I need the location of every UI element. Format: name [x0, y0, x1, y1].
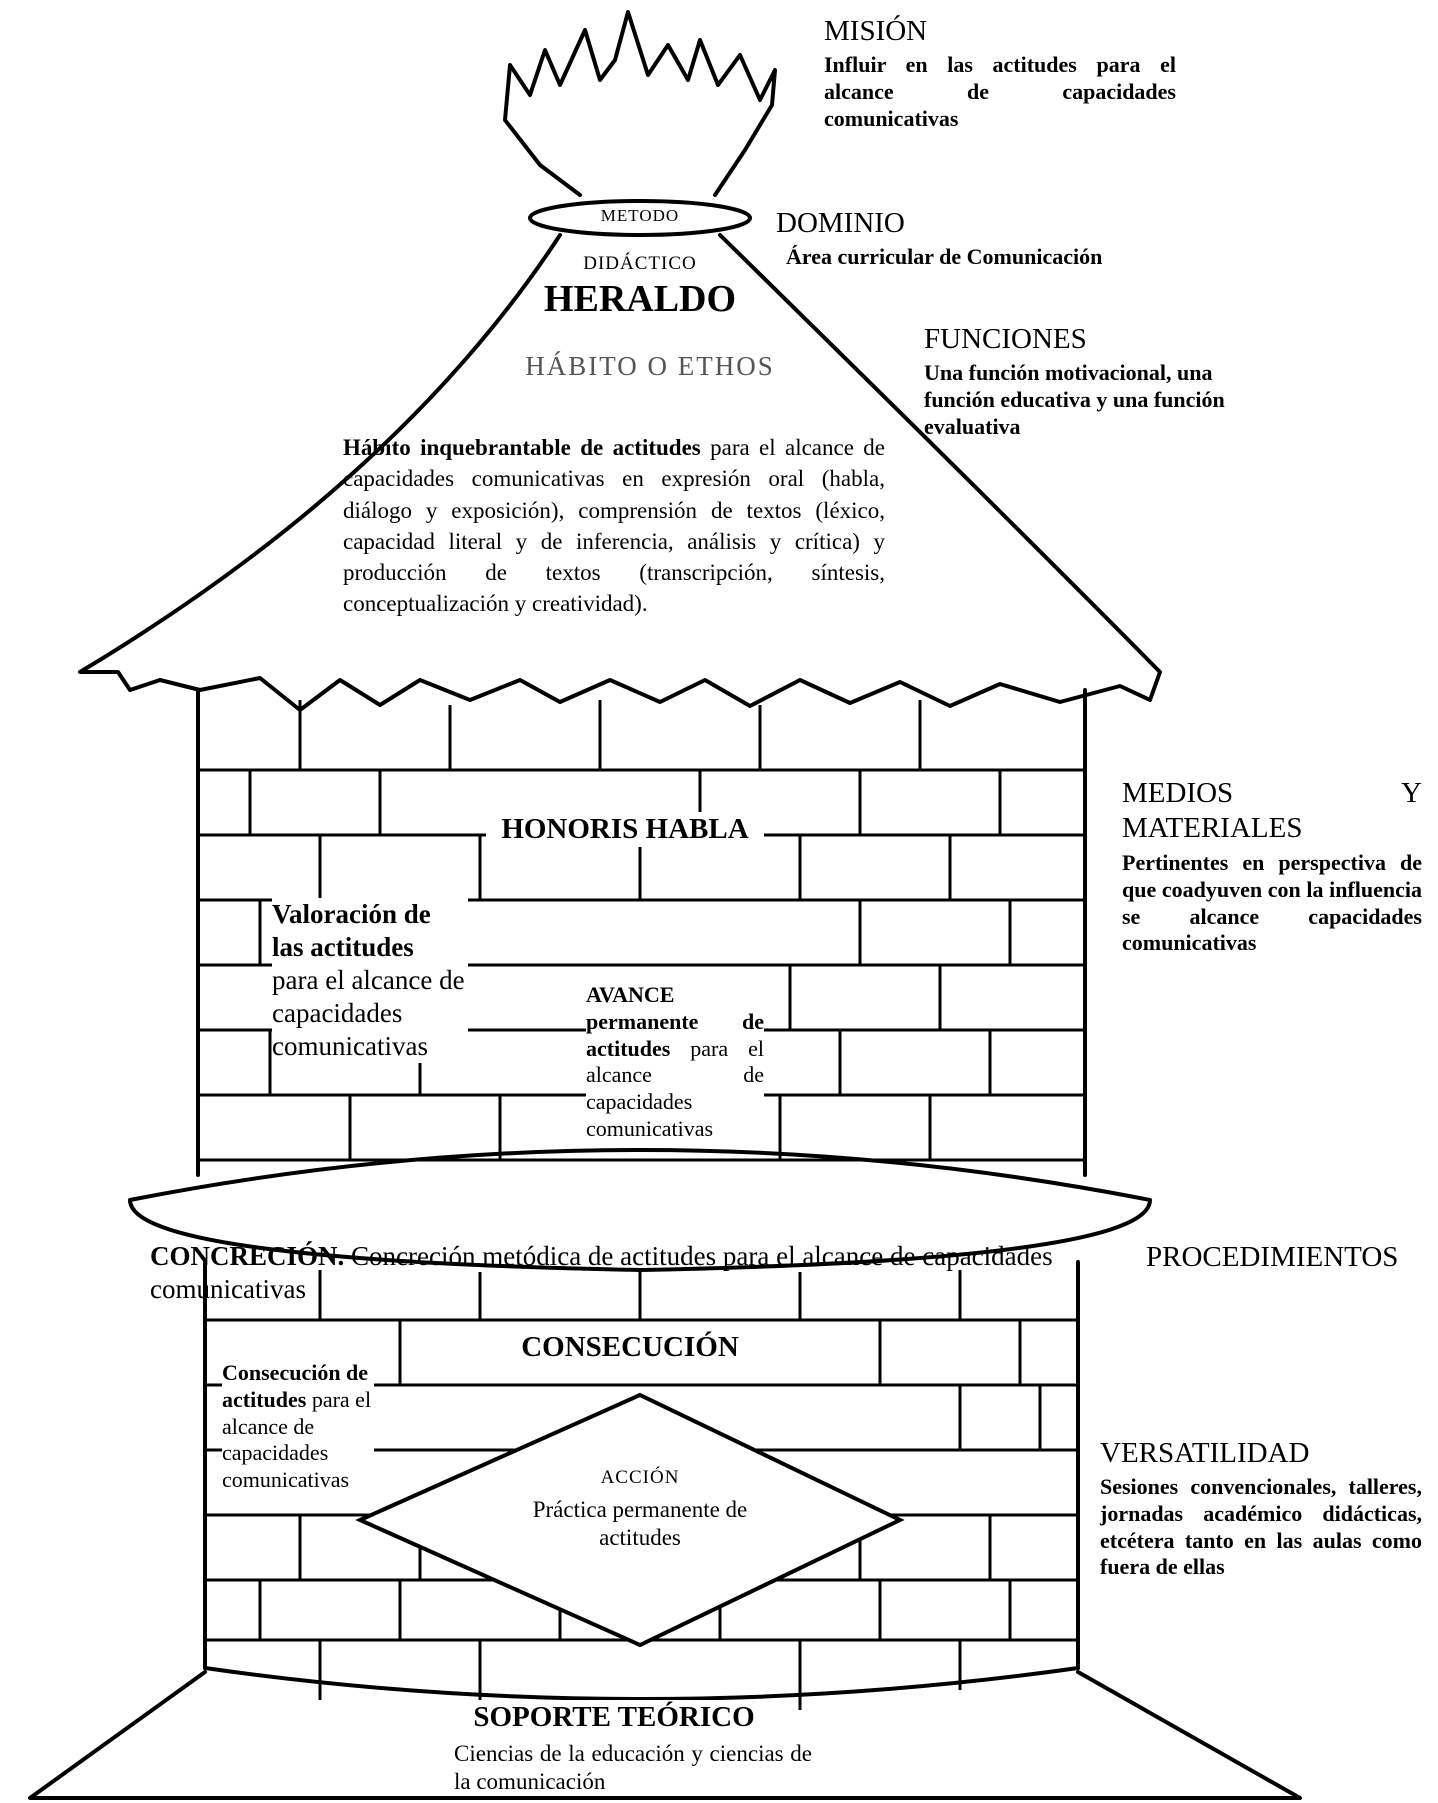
soporte-text: Ciencias de la educación y ciencias de l… — [454, 1740, 812, 1797]
mision-text: Influir en las actitudes para el alcance… — [824, 52, 1176, 131]
lower-wall-outline — [203, 1260, 1080, 1670]
heraldo-title: HERALDO — [543, 278, 737, 320]
soporte-title: SOPORTE TEÓRICO — [450, 1700, 778, 1736]
accion-title: ACCIÓN — [600, 1467, 680, 1488]
base-line — [28, 1670, 1302, 1800]
ledge-outline — [128, 1148, 1152, 1272]
medios-text: Pertinentes en perspectiva de que coadyu… — [1122, 850, 1422, 956]
medios-title: MEDIOS Y MATERIALES — [1122, 777, 1422, 845]
accion-text: Práctica permanente de actitudes — [532, 1497, 748, 1551]
metodo-oval — [528, 199, 752, 237]
habito-text: Hábito inquebrantable de actitudes para … — [343, 435, 885, 617]
dominio-title: DOMINIO — [776, 207, 905, 239]
roof-outline — [78, 233, 1162, 712]
mision-title: MISIÓN — [824, 15, 928, 47]
versatilidad-title: VERSATILIDAD — [1100, 1437, 1310, 1469]
dominio-text: Área curricular de Comunicación — [786, 244, 1103, 269]
habito-title: HÁBITO O ETHOS — [525, 351, 775, 381]
procedimientos-title: PROCEDIMIENTOS — [1146, 1241, 1399, 1273]
honoris-habla-title: HONORIS HABLA — [486, 812, 764, 848]
avance-text: AVANCE permanente de actitudes para el a… — [586, 982, 764, 1143]
consecucion-title: CONSECUCIÓN — [480, 1330, 780, 1366]
base-curve — [203, 1666, 1080, 1701]
funciones-title: FUNCIONES — [924, 323, 1087, 355]
consecucion-text: Consecución de actitudes para el alcance… — [222, 1360, 374, 1495]
flame-outline — [503, 10, 777, 197]
funciones-text: Una función motivacional, una función ed… — [924, 360, 1225, 439]
versatilidad-text: Sesiones convencionales, talleres, jorna… — [1100, 1474, 1422, 1580]
accion-diamond — [355, 1392, 905, 1648]
didactico-label: DIDÁCTICO — [583, 253, 697, 274]
metodo-label: METODO — [600, 206, 680, 225]
concrecion-text: CONCRECIÓN. Concreción metódica de actit… — [150, 1241, 1053, 1304]
